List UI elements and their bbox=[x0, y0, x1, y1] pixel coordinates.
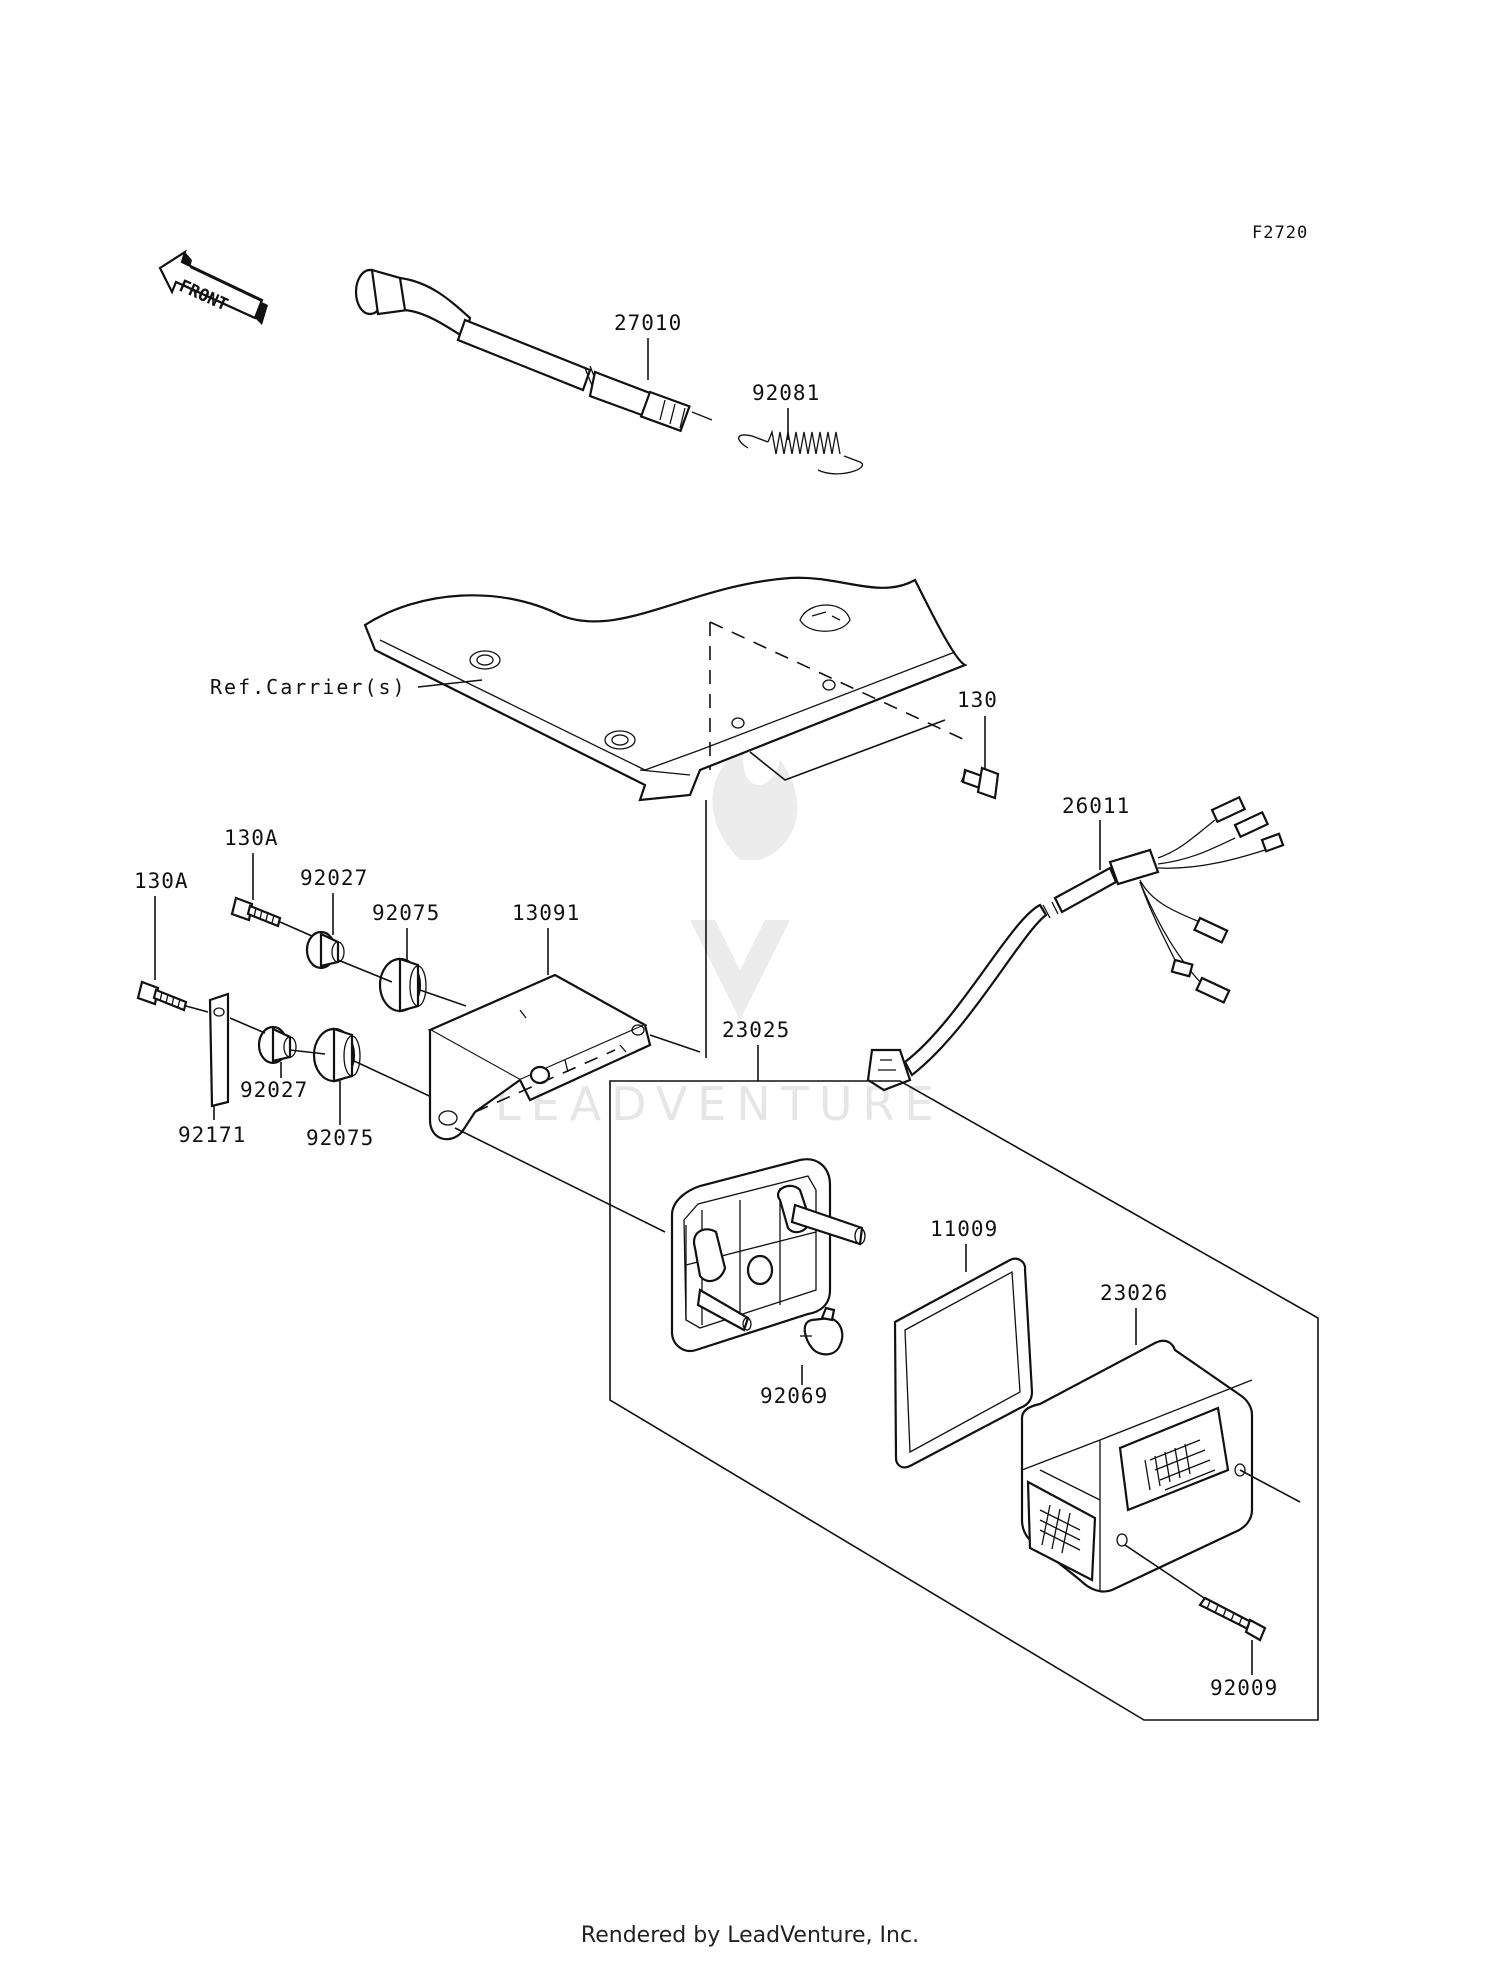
part-92075-upper-grommet bbox=[378, 957, 427, 1013]
assembly-23025-outline bbox=[609, 1080, 1319, 1721]
label-92171: 92171 bbox=[178, 1123, 246, 1147]
watermark: LEADVENTURE bbox=[495, 745, 944, 1131]
part-27010-sensor-cable bbox=[354, 268, 713, 433]
label-92081: 92081 bbox=[752, 381, 820, 405]
part-26011-wiring-harness bbox=[866, 795, 1285, 1092]
part-92009-screw bbox=[1124, 1544, 1267, 1642]
part-130a-lower-bolt bbox=[136, 980, 188, 1012]
label-130a-upper: 130A bbox=[224, 826, 279, 850]
label-130a-lower: 130A bbox=[134, 869, 189, 893]
watermark-text: LEADVENTURE bbox=[495, 1077, 944, 1131]
label-92009: 92009 bbox=[1210, 1676, 1278, 1700]
label-92027-upper: 92027 bbox=[300, 866, 368, 890]
part-130-bolt bbox=[960, 766, 1000, 800]
part-23026-lens bbox=[1020, 1339, 1301, 1593]
label-23025: 23025 bbox=[722, 1018, 790, 1042]
label-92069: 92069 bbox=[760, 1384, 828, 1408]
label-130: 130 bbox=[957, 688, 998, 712]
part-11009-gasket bbox=[893, 1257, 1034, 1469]
label-ref-carrier: Ref.Carrier(s) bbox=[210, 675, 407, 699]
part-92069-bulb bbox=[800, 1306, 844, 1356]
carrier-reference bbox=[363, 576, 968, 802]
label-27010: 27010 bbox=[614, 311, 682, 335]
part-92171-plate bbox=[208, 992, 230, 1108]
label-23026: 23026 bbox=[1100, 1281, 1168, 1305]
label-26011: 26011 bbox=[1062, 794, 1130, 818]
label-92075-upper: 92075 bbox=[372, 901, 440, 925]
part-130a-upper-bolt bbox=[230, 896, 282, 928]
label-92075-lower: 92075 bbox=[306, 1126, 374, 1150]
label-11009: 11009 bbox=[930, 1217, 998, 1241]
front-arrow-icon: FRONT bbox=[158, 249, 268, 325]
part-92027-lower-collar bbox=[257, 1025, 297, 1065]
part-92081-spring bbox=[738, 429, 864, 475]
part-92075-lower-grommet bbox=[312, 1027, 361, 1083]
label-92027-lower: 92027 bbox=[240, 1078, 308, 1102]
diagram-code: F2720 bbox=[1252, 223, 1308, 243]
label-13091: 13091 bbox=[512, 901, 580, 925]
part-92027-upper-collar bbox=[305, 930, 345, 970]
part-lamp-base bbox=[670, 1158, 866, 1353]
footer-rendered-by: Rendered by LeadVenture, Inc. bbox=[581, 1923, 919, 1948]
